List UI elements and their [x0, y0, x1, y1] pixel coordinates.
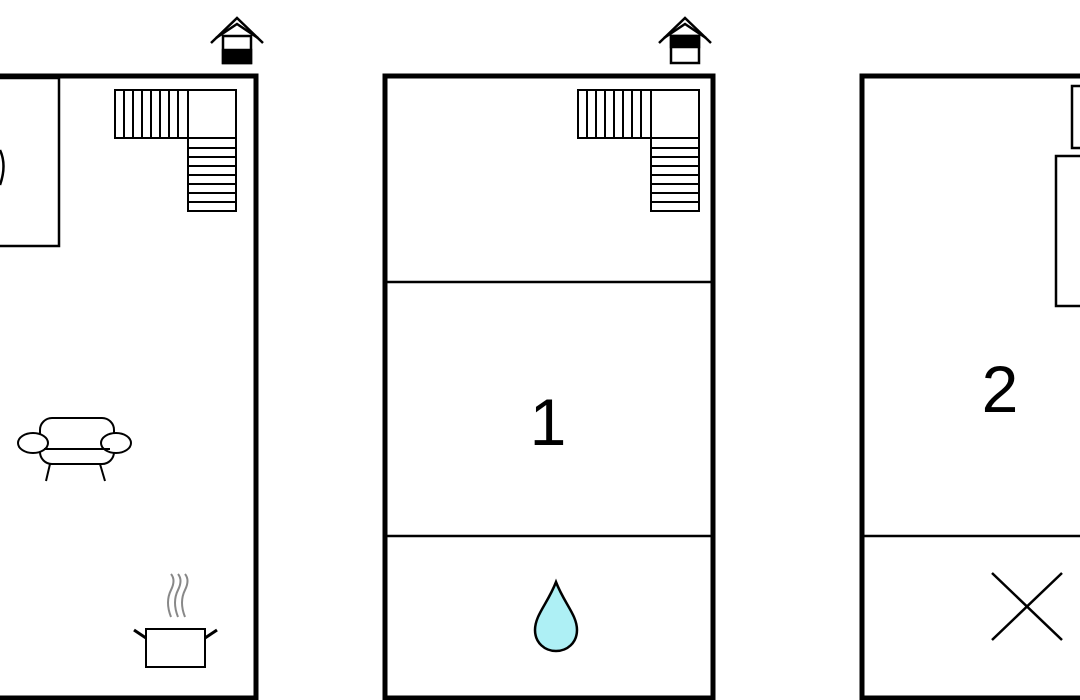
- cooking-pot-icon: [133, 573, 218, 668]
- house-level-first-icon: [658, 16, 712, 65]
- house-level-ground-icon: [210, 16, 264, 65]
- floor-second: 2: [859, 73, 1080, 700]
- water-drop-icon: [533, 578, 579, 653]
- cross-icon: [991, 572, 1063, 641]
- floor-second-walls: [859, 73, 1080, 700]
- floor-first: 1: [382, 16, 716, 700]
- floor-ground-walls: [0, 73, 259, 700]
- floor-ground: [0, 16, 264, 700]
- fireplace-icon: [0, 76, 61, 248]
- floor-first-walls: [382, 73, 716, 700]
- bed-icon: [1054, 84, 1080, 308]
- sofa-icon: [17, 417, 132, 482]
- staircase-icon: [114, 89, 237, 212]
- staircase-icon: [577, 89, 700, 212]
- room-number-label: 1: [530, 385, 567, 459]
- room-number-label: 2: [982, 352, 1019, 426]
